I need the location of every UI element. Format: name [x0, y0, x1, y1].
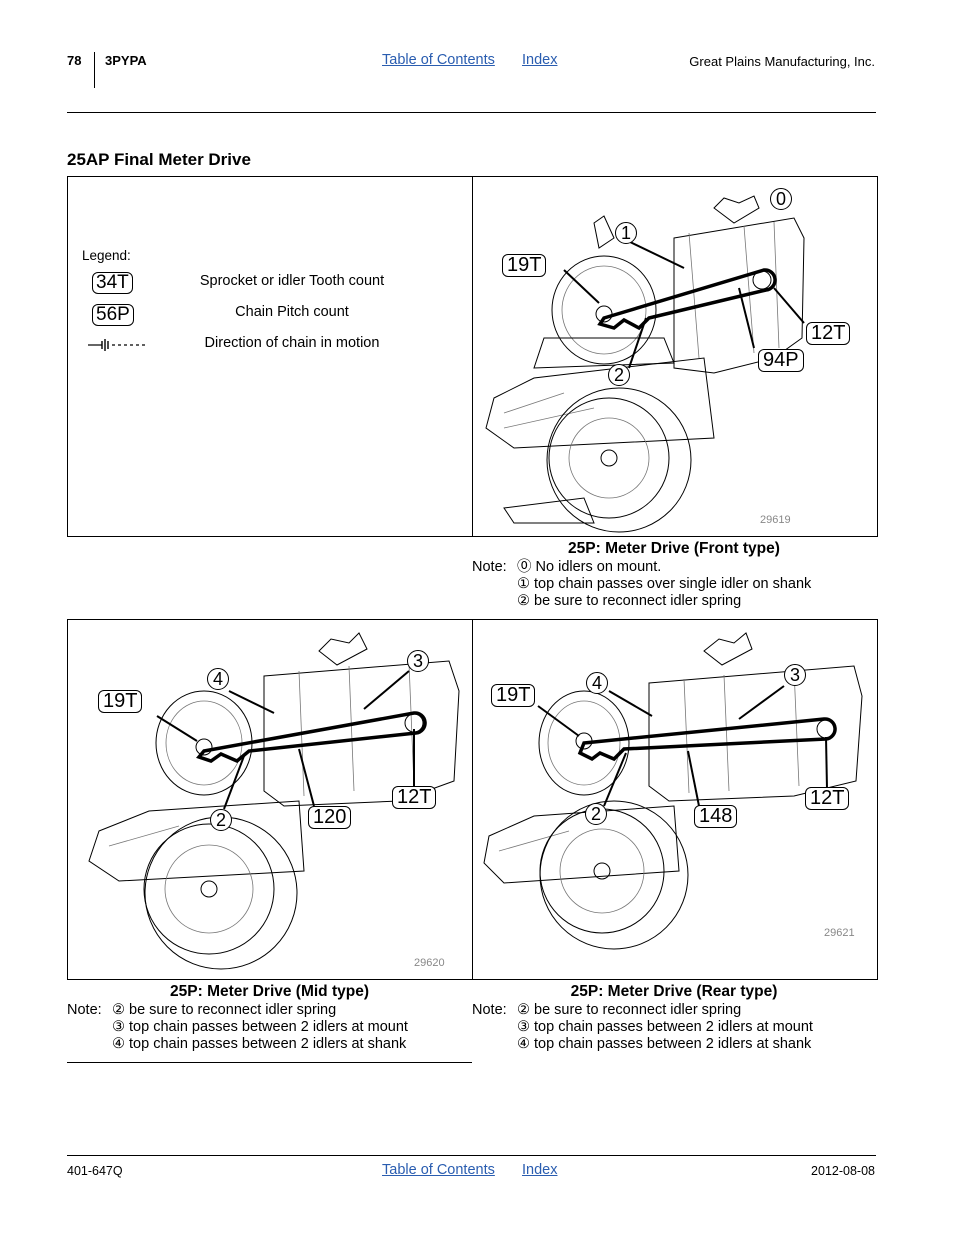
section-title: 25AP Final Meter Drive: [67, 150, 251, 169]
front-callout-19t: 19T: [502, 254, 547, 277]
rear-figure-id: 29621: [824, 927, 855, 939]
mid-note-1: ③ top chain passes between 2 idlers at m…: [112, 1019, 408, 1035]
rear-caption: 25P: Meter Drive (Rear type): [570, 983, 778, 1000]
rear-note-1: ③ top chain passes between 2 idlers at m…: [517, 1019, 813, 1035]
front-note-0: ⓪ No idlers on mount.: [517, 559, 662, 575]
header-index-link[interactable]: Index: [522, 52, 558, 68]
front-caption: 25P: Meter Drive (Front type): [568, 540, 780, 557]
chain-direction-icon: [88, 339, 148, 351]
front-note-1: ① top chain passes over single idler on …: [517, 576, 812, 592]
mid-callout-two: 2: [210, 809, 232, 831]
bottom-table-divider: [472, 619, 473, 980]
mid-callout-three: 3: [407, 650, 429, 672]
legend-direction-desc: Direction of chain in motion: [204, 335, 380, 351]
mid-figure-id: 29620: [414, 957, 445, 969]
front-callout-zero: 0: [770, 188, 792, 210]
front-callout-12t: 12T: [806, 322, 851, 345]
top-table-divider: [472, 176, 473, 537]
rear-callout-three: 3: [784, 664, 806, 686]
doc-number: 401-647Q: [67, 1164, 123, 1178]
footer-toc-link[interactable]: Table of Contents: [382, 1162, 495, 1178]
rear-note-label: Note:: [472, 1002, 507, 1018]
mid-callout-19t: 19T: [98, 690, 143, 713]
header-toc-link[interactable]: Table of Contents: [382, 52, 495, 68]
mid-note-0: ② be sure to reconnect idler spring: [112, 1002, 337, 1018]
mid-callout-12t: 12T: [392, 786, 437, 809]
front-callout-94p: 94P: [758, 349, 804, 372]
mid-note-2: ④ top chain passes between 2 idlers at s…: [112, 1036, 407, 1052]
mid-caption: 25P: Meter Drive (Mid type): [170, 983, 369, 1000]
rear-note-2: ④ top chain passes between 2 idlers at s…: [517, 1036, 812, 1052]
model-name: 3PYPA: [105, 53, 147, 68]
rear-callout-12t: 12T: [805, 787, 850, 810]
legend-title: Legend:: [82, 248, 131, 263]
legend-pitch-chip: 56P: [92, 304, 134, 326]
footer-date: 2012-08-08: [811, 1164, 875, 1178]
rear-note-0: ② be sure to reconnect idler spring: [517, 1002, 742, 1018]
mid-callout-120: 120: [308, 806, 352, 829]
legend-pitch-desc: Chain Pitch count: [235, 304, 349, 320]
front-note-label: Note:: [472, 559, 507, 575]
front-callout-two: 2: [608, 364, 630, 386]
front-callout-one: 1: [615, 222, 637, 244]
company-name: Great Plains Manufacturing, Inc.: [689, 54, 875, 69]
rear-callout-148: 148: [694, 805, 738, 828]
legend-tooth-desc: Sprocket or idler Tooth count: [199, 273, 385, 289]
mid-meter-drive-drawing: [88, 632, 460, 970]
footer-rule: [67, 1155, 876, 1156]
front-figure-id: 29619: [760, 514, 791, 526]
footer-index-link[interactable]: Index: [522, 1162, 558, 1178]
page-number: 78: [67, 53, 82, 68]
rear-callout-19t: 19T: [491, 684, 536, 707]
mid-note-label: Note:: [67, 1002, 102, 1018]
rear-callout-two: 2: [585, 803, 607, 825]
front-note-2: ② be sure to reconnect idler spring: [517, 593, 742, 609]
header-rule: [67, 112, 876, 113]
mid-callout-four: 4: [207, 668, 229, 690]
legend-tooth-chip: 34T: [92, 272, 133, 294]
header-divider: [94, 52, 95, 88]
front-meter-drive-drawing: [485, 195, 805, 533]
mid-notes-rule: [67, 1062, 472, 1063]
rear-callout-four: 4: [586, 672, 608, 694]
